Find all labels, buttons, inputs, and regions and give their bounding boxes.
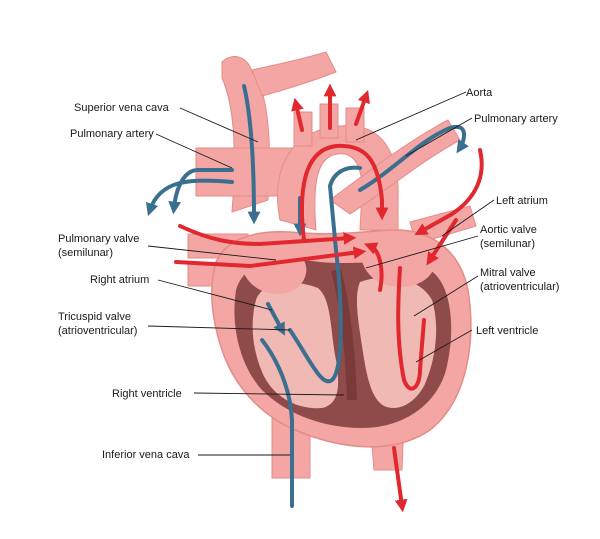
flow-rv-loop bbox=[288, 165, 362, 384]
label-pulmonary-artery-left: Pulmonary artery bbox=[70, 128, 154, 140]
flow-pv-left-2 bbox=[174, 246, 367, 269]
flow-la-to-lv bbox=[396, 266, 426, 391]
flow-rv-up bbox=[266, 302, 286, 336]
deoxygenated-flow bbox=[145, 84, 469, 508]
label-tricuspid-valve: Tricuspid valve bbox=[58, 311, 131, 323]
label-mitral-valve: Mitral valve bbox=[480, 267, 536, 279]
flow-svc bbox=[242, 84, 261, 225]
flow-pv-left-1 bbox=[178, 224, 357, 247]
leader-lines bbox=[147, 91, 495, 456]
label-mitral-valve-sub: (atrioventricular) bbox=[480, 281, 559, 293]
label-left-atrium: Left atrium bbox=[496, 195, 548, 207]
flow-desc-aorta bbox=[392, 446, 408, 513]
oxygenated-flow bbox=[174, 83, 484, 513]
flow-pa-right bbox=[358, 124, 469, 192]
flow-lv-to-aorta bbox=[364, 242, 384, 292]
label-aortic-valve-sub: (semilunar) bbox=[480, 238, 535, 250]
left-ventricle-chamber bbox=[356, 277, 437, 408]
flow-aorta-up-3 bbox=[354, 89, 370, 126]
labels: Superior vena cava Pulmonary artery Pulm… bbox=[58, 87, 559, 461]
flow-pa-left bbox=[168, 168, 234, 215]
flow-pv-right-2 bbox=[426, 218, 458, 266]
label-tricuspid-valve-sub: (atrioventricular) bbox=[58, 325, 137, 337]
label-aorta: Aorta bbox=[466, 87, 493, 99]
flow-pv-right-1 bbox=[414, 148, 484, 236]
label-pulmonary-valve-sub: (semilunar) bbox=[58, 247, 113, 259]
label-right-atrium: Right atrium bbox=[90, 274, 149, 286]
flow-pa-left-2 bbox=[145, 178, 234, 217]
label-superior-vena-cava: Superior vena cava bbox=[74, 102, 170, 114]
flow-ivc bbox=[260, 338, 294, 508]
label-aortic-valve: Aortic valve bbox=[480, 224, 537, 236]
label-right-ventricle: Right ventricle bbox=[112, 388, 182, 400]
flow-aorta-up-1 bbox=[291, 97, 304, 132]
label-inferior-vena-cava: Inferior vena cava bbox=[102, 449, 190, 461]
label-pulmonary-artery-right: Pulmonary artery bbox=[474, 113, 558, 125]
flow-aorta-arch bbox=[299, 143, 389, 242]
label-left-ventricle: Left ventricle bbox=[476, 325, 538, 337]
label-pulmonary-valve: Pulmonary valve bbox=[58, 233, 139, 245]
